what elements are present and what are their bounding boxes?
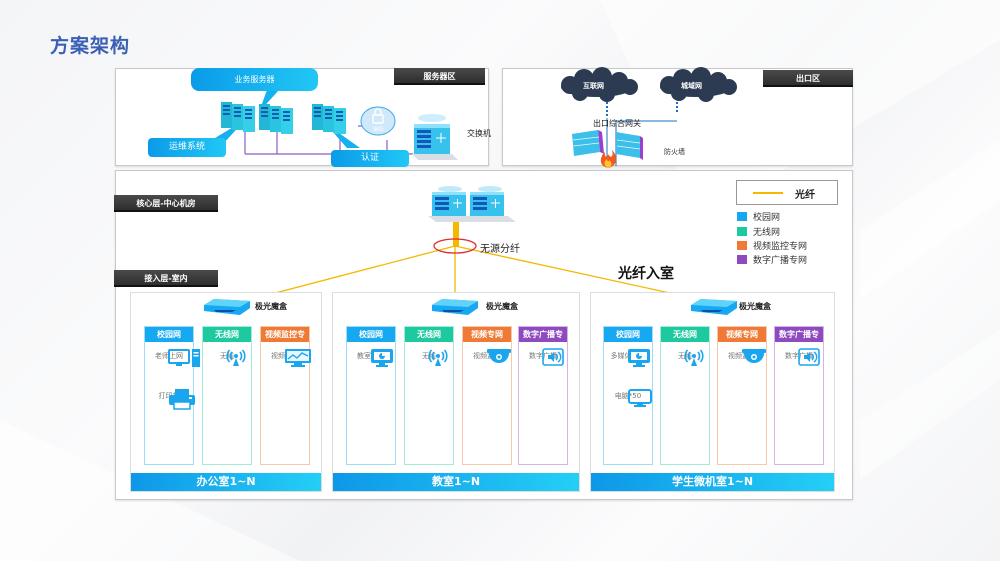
server-rack-icon [221,102,255,132]
network-column-header: 视频监控专 [261,327,309,342]
device-item: 打印机 [145,389,195,410]
page-title: 方案架构 [50,35,131,57]
network-column-campus: 校园网老师上网打印机 [144,326,200,465]
server-rack-icon [312,104,346,134]
aurora-box-label: 极光魔盒 [486,302,518,311]
wg-label: WG [373,126,384,133]
network-column-campus: 校园网教室大屏 [346,326,396,465]
switch-icon [412,114,458,160]
network-column-header: 无线网 [661,327,709,342]
network-column-wireless: 无线网无线 [202,326,252,465]
fiber-in-label: 光纤入室 [618,266,674,282]
room-panel: 极光魔盒校园网多媒体大屏电脑*50无线网无线视频专网视频监控数字广播专数字广播学… [590,292,835,492]
network-column-wireless: 无线网无线 [660,326,710,465]
network-column-header: 数字广播专 [775,327,823,342]
network-column-broadcast: 数字广播专数字广播 [518,326,568,465]
metro-network-cloud-icon [660,67,737,102]
network-column-header: 校园网 [145,327,193,342]
fiber-legend-line [753,192,783,194]
network-column-campus: 校园网多媒体大屏电脑*50 [603,326,653,465]
legend-fiber: 光纤 [736,180,838,205]
network-column-header: 视频专网 [463,327,511,342]
aurora-box-label: 极光魔盒 [739,302,771,311]
device-item: 数字广播 [775,348,823,366]
internet-label: 互联网 [583,82,604,90]
campus-swatch [737,212,747,221]
network-column-header: 数字广播专 [519,327,567,342]
device-label: 视频监控 [473,352,501,360]
device-label: 电脑*50 [614,392,642,400]
firewall-icon [572,130,643,168]
metro-network-label: 城域网 [681,82,702,90]
network-column-broadcast: 数字广播专数字广播 [774,326,824,465]
access-layer-label: 接入层-室内 [114,270,218,287]
room-name-footer: 办公室1~N [131,473,321,491]
network-column-header: 无线网 [405,327,453,342]
legend-item-wireless: 无线网 [737,227,780,239]
device-item: 视频监控 [718,349,766,363]
room-name-footer: 学生微机室1~N [591,473,834,491]
core-layer-label: 核心层-中心机房 [114,195,218,212]
firewall-label: 防火墙 [664,148,685,156]
legend-item-broadcast: 数字广播专网 [737,255,807,267]
device-item: 视频监控 [463,349,511,363]
wireless-swatch [737,227,747,236]
device-item: 老师上网 [145,349,200,367]
exit-zone-label: 出口区 [763,70,853,87]
room-panel: 极光魔盒校园网教室大屏无线网无线视频专网视频监控数字广播专数字广播教室1~N [332,292,580,492]
business-servers-callout: 业务服务器 [191,68,318,91]
network-column-video: 视频专网视频监控 [717,326,767,465]
splitter-label: 无源分纤 [480,244,520,255]
network-column-video: 视频专网视频监控 [462,326,512,465]
device-label: 打印机 [158,392,180,400]
network-column-header: 校园网 [604,327,652,342]
device-item: 无线 [203,349,251,366]
server-rack-icon [259,104,293,134]
device-item: 视频监控 [261,349,311,367]
device-item: 无线 [661,349,709,366]
wg-lock-icon [360,106,396,136]
network-column-header: 无线网 [203,327,251,342]
device-item: 数字广播 [519,348,567,366]
network-column-header: 校园网 [347,327,395,342]
network-column-wireless: 无线网无线 [404,326,454,465]
video-swatch [737,241,747,250]
device-item: 多媒体大屏 [604,349,652,367]
auth-callout: 认证 [331,150,409,167]
legend-item-video: 视频监控专网 [737,241,807,253]
internet-cloud-icon [561,67,638,102]
gateway-label: 出口综合网关 [593,119,641,128]
core-switch-icon [428,186,516,222]
room-panel: 极光魔盒校园网老师上网打印机无线网无线视频监控专视频监控办公室1~N [130,292,322,492]
network-column-video: 视频监控专视频监控 [260,326,311,465]
device-item: 无线 [405,349,453,366]
room-name-footer: 教室1~N [333,473,579,491]
device-item: 教室大屏 [347,349,395,367]
device-label: 视频监控 [728,352,756,360]
fiber-legend-label: 光纤 [795,190,815,201]
broadcast-swatch [737,255,747,264]
switch-label: 交换机 [467,129,491,138]
network-column-header: 视频专网 [718,327,766,342]
server-zone-label: 服务器区 [394,68,485,85]
ops-system-callout: 运维系统 [148,138,226,157]
legend-item-campus: 校园网 [737,212,780,224]
aurora-box-label: 极光魔盒 [255,302,287,311]
device-item: 电脑*50 [604,389,652,407]
